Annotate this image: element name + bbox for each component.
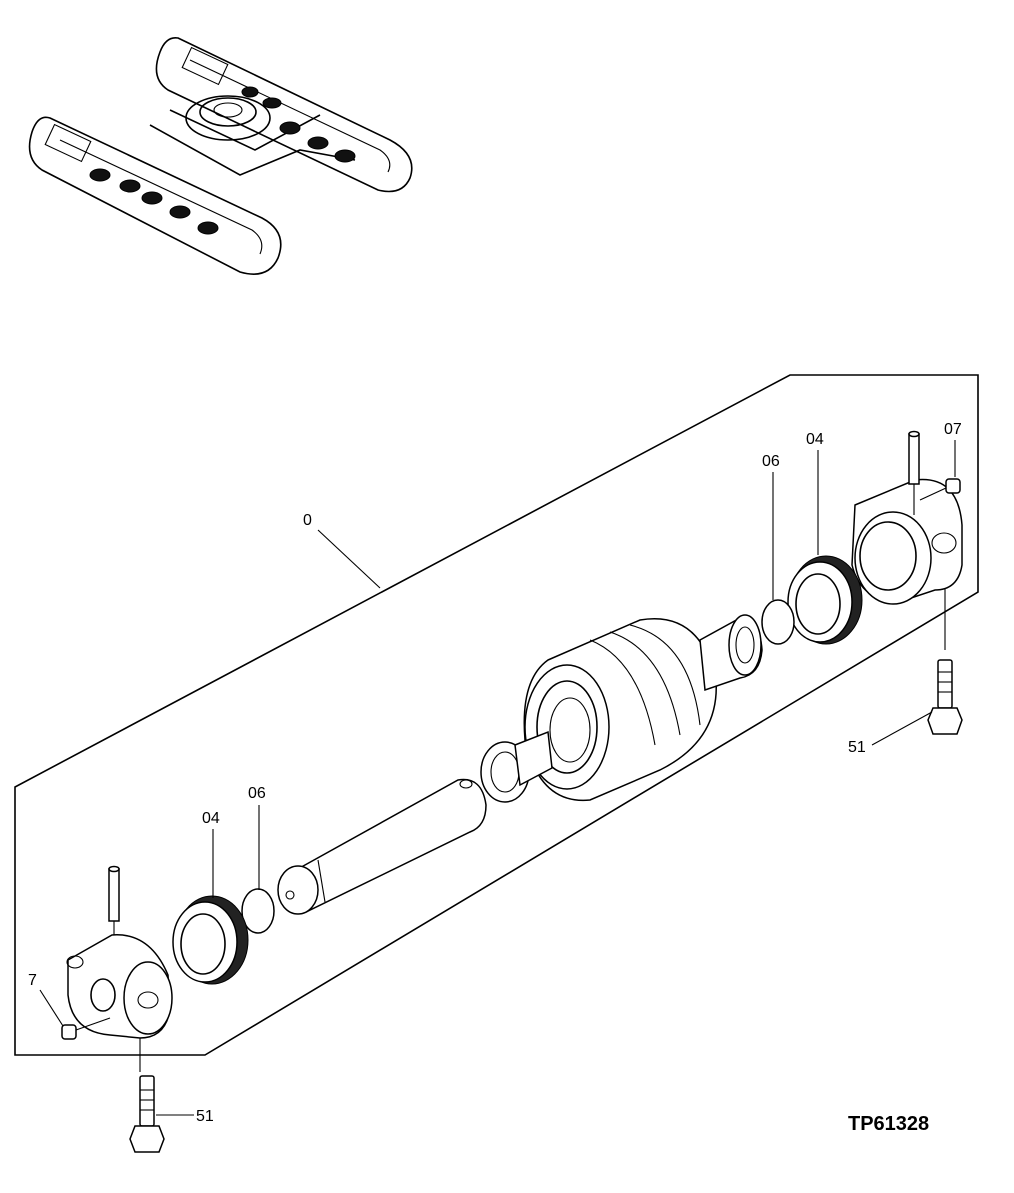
svg-text:51: 51 (196, 1108, 214, 1125)
svg-text:7: 7 (28, 972, 37, 989)
drawing-id: TP61328 (848, 1113, 929, 1135)
callout-seal-left: 04 (202, 810, 220, 898)
callout-bolt-right: 51 (848, 711, 933, 756)
left-plug (61, 1017, 111, 1040)
callout-plug-left: 7 (28, 972, 64, 1027)
right-seal (787, 555, 863, 645)
svg-text:04: 04 (806, 431, 824, 448)
svg-text:06: 06 (762, 453, 780, 470)
roller-marks (89, 86, 356, 235)
undercarriage-overview (28, 36, 413, 275)
callout-bolt-left: 51 (156, 1108, 214, 1125)
left-oring (241, 888, 275, 934)
right-pin (908, 430, 920, 515)
left-collar (480, 730, 553, 803)
callout-oring-right: 06 (762, 453, 780, 600)
right-plug (919, 478, 961, 501)
right-bracket (851, 478, 963, 650)
left-bolt (129, 1075, 165, 1153)
left-seal (172, 895, 249, 985)
assembly-boundary (14, 374, 979, 1056)
svg-text:0: 0 (303, 512, 312, 529)
roller-shell (523, 618, 717, 802)
right-oring (761, 599, 795, 645)
callout-oring-left: 06 (248, 785, 266, 890)
svg-text:04: 04 (202, 810, 220, 827)
svg-text:06: 06 (248, 785, 266, 802)
callout-assembly: 0 (303, 512, 381, 589)
svg-text:51: 51 (848, 739, 866, 756)
left-bracket (66, 934, 173, 1072)
shaft (277, 778, 487, 915)
callout-plug-right: 07 (944, 421, 962, 477)
svg-text:07: 07 (944, 421, 962, 438)
right-bolt (927, 659, 963, 735)
callout-seal-right: 04 (806, 431, 824, 555)
right-collar (699, 614, 763, 692)
